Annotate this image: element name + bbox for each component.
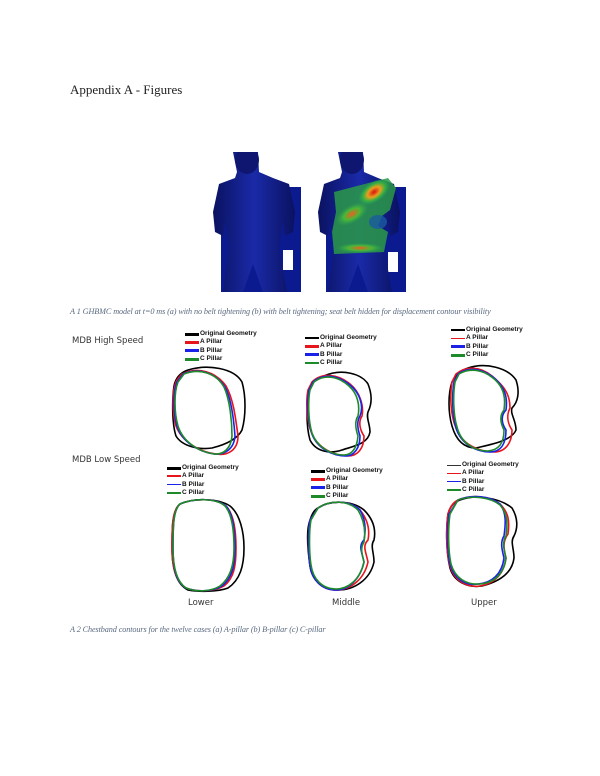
- contour-high-lower: [171, 366, 246, 456]
- column-label-upper: Upper: [471, 598, 497, 608]
- figure2-caption: A 2 Chestband contours for the twelve ca…: [70, 625, 326, 634]
- legend-low-upper: Original Geometry A Pillar B Pillar C Pi…: [447, 461, 519, 494]
- contour-low-upper: [445, 495, 518, 588]
- dummy-no-belt-tightening: [213, 152, 301, 292]
- contour-high-middle: [306, 371, 372, 457]
- figure1-caption: A 1 GHBMC model at t=0 ms (a) with no be…: [70, 307, 491, 316]
- legend-high-middle: Original Geometry A Pillar B Pillar C Pi…: [305, 334, 377, 367]
- row-label-low-speed: MDB Low Speed: [72, 455, 141, 465]
- swatch-original: [185, 332, 199, 336]
- swatch-b-pillar: [185, 349, 199, 353]
- column-label-middle: Middle: [332, 598, 361, 608]
- contour-low-middle: [306, 501, 376, 591]
- swatch-c-pillar: [185, 357, 199, 361]
- swatch-a-pillar: [185, 340, 199, 344]
- dummy-with-belt-tightening: [318, 152, 406, 292]
- ghbmc-model-figure: [213, 152, 406, 292]
- contour-high-upper: [448, 364, 519, 453]
- column-label-lower: Lower: [188, 598, 214, 608]
- legend-high-upper: Original Geometry A Pillar B Pillar C Pi…: [451, 326, 523, 359]
- section-heading: Appendix A - Figures: [70, 82, 183, 97]
- contour-low-lower: [171, 498, 245, 593]
- legend-high-lower: Original Geometry A Pillar B Pillar C Pi…: [185, 330, 257, 363]
- legend-low-lower: Original Geometry A Pillar B Pillar C Pi…: [167, 464, 239, 497]
- legend-low-middle: Original Geometry A Pillar B Pillar C Pi…: [311, 467, 383, 500]
- row-label-high-speed: MDB High Speed: [72, 336, 144, 346]
